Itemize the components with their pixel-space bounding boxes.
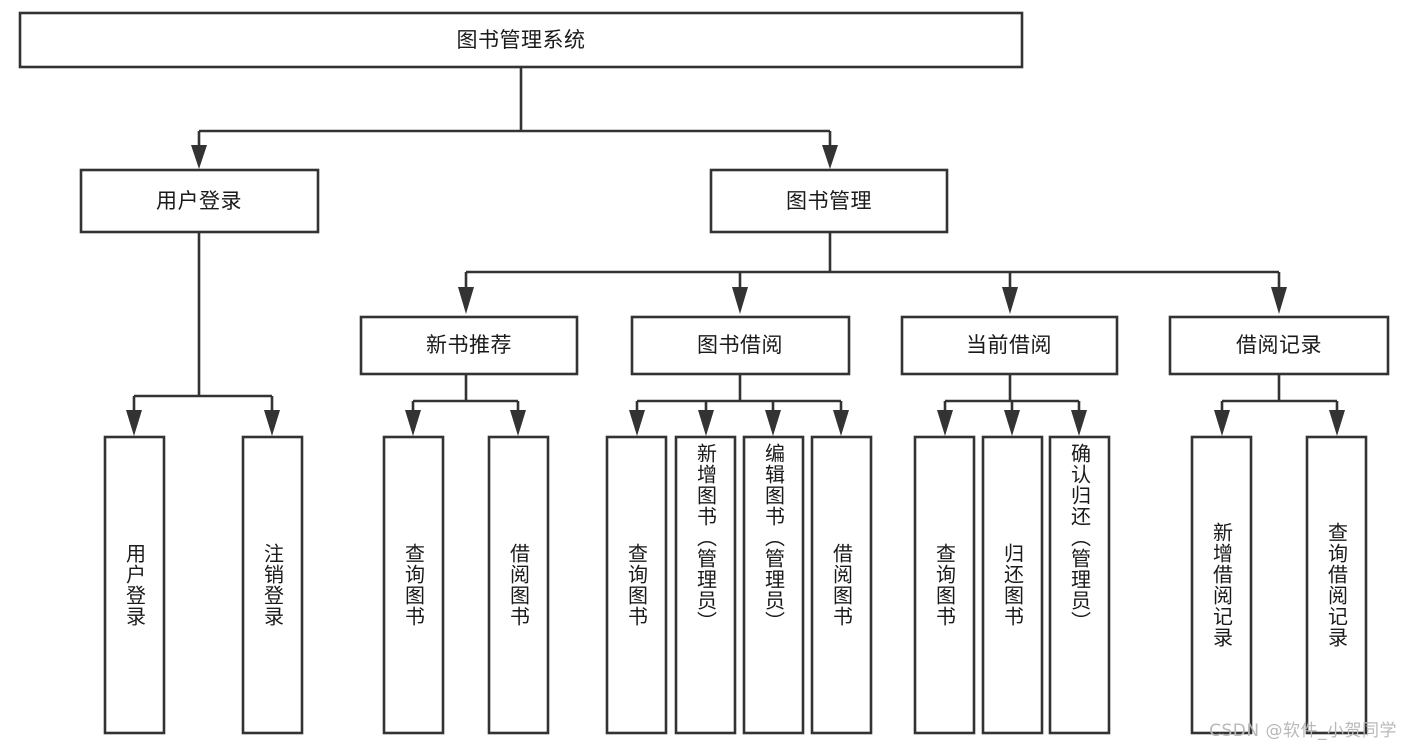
label-root-system: 图书管理系统 xyxy=(457,28,586,52)
arrow-icon-to-borrow-records xyxy=(1271,287,1287,314)
node-book-borrow[interactable] xyxy=(630,315,851,376)
arrow-icon-book-borrow-leaf-3 xyxy=(765,410,781,436)
arrow-icon-book-borrow-leaf-4 xyxy=(833,410,849,436)
node-leaf-current-borrow-3[interactable] xyxy=(1048,435,1111,735)
edge-book-borrow-to-leaves xyxy=(629,374,849,436)
node-user-login[interactable] xyxy=(79,168,320,234)
node-leaf-book-borrow-3[interactable] xyxy=(742,435,805,735)
node-leaf-book-borrow-4[interactable] xyxy=(810,435,873,735)
node-leaf-borrow-records-2[interactable] xyxy=(1305,435,1368,735)
edge-current-borrow-to-leaves xyxy=(937,374,1087,436)
arrow-icon-user-login-leaf-1 xyxy=(126,410,142,436)
arrow-icon-book-borrow-leaf-1 xyxy=(629,410,645,436)
node-leaf-borrow-records-1[interactable] xyxy=(1190,435,1253,735)
edge-borrow-records-to-leaves xyxy=(1214,374,1345,436)
arrow-icon-borrow-records-leaf-1 xyxy=(1214,410,1230,436)
node-new-book-recommend[interactable] xyxy=(359,315,579,376)
arrow-icon-user-login-leaf-2 xyxy=(264,410,280,436)
label-current-borrow: 当前借阅 xyxy=(966,333,1052,357)
arrow-icon-current-borrow-leaf-2 xyxy=(1004,410,1020,436)
edge-new-book-to-leaves xyxy=(405,374,526,436)
node-book-manage[interactable] xyxy=(709,168,949,234)
node-leaf-current-borrow-2[interactable] xyxy=(981,435,1044,735)
arrow-icon-new-book-leaf-2 xyxy=(510,410,526,436)
arrow-icon-to-book-borrow xyxy=(732,287,748,314)
node-leaf-user-login-1[interactable] xyxy=(103,435,166,735)
node-leaf-new-book-1[interactable] xyxy=(382,435,445,735)
arrow-icon-to-new-book xyxy=(458,287,474,314)
edge-book-manage-to-level3 xyxy=(458,232,1287,314)
label-book-manage: 图书管理 xyxy=(786,189,872,213)
node-leaf-book-borrow-2[interactable] xyxy=(674,435,737,735)
edge-user-login-to-leaves xyxy=(126,232,280,436)
arrow-icon-to-current-borrow xyxy=(1002,287,1018,314)
arrow-icon-book-borrow-leaf-2 xyxy=(698,410,714,436)
label-new-book-recommend: 新书推荐 xyxy=(426,333,512,357)
node-leaf-current-borrow-1[interactable] xyxy=(913,435,976,735)
node-leaf-user-login-2[interactable] xyxy=(241,435,304,735)
node-current-borrow[interactable] xyxy=(900,315,1119,376)
node-borrow-records[interactable] xyxy=(1168,315,1390,376)
arrow-icon-new-book-leaf-1 xyxy=(405,410,421,436)
arrow-icon-to-book-manage xyxy=(822,145,838,169)
label-book-borrow: 图书借阅 xyxy=(697,333,783,357)
csdn-watermark: CSDN @软件_小贺同学 xyxy=(1209,721,1397,741)
arrow-icon-current-borrow-leaf-1 xyxy=(937,410,953,436)
node-leaf-book-borrow-1[interactable] xyxy=(605,435,668,735)
node-leaf-new-book-2[interactable] xyxy=(487,435,550,735)
node-root-system[interactable] xyxy=(18,11,1024,69)
arrow-icon-current-borrow-leaf-3 xyxy=(1071,410,1087,436)
arrow-icon-borrow-records-leaf-2 xyxy=(1329,410,1345,436)
edge-root-to-level2 xyxy=(191,67,838,169)
label-borrow-records: 借阅记录 xyxy=(1236,333,1322,357)
label-user-login: 用户登录 xyxy=(156,189,242,213)
arrow-icon-to-user-login xyxy=(191,145,207,169)
